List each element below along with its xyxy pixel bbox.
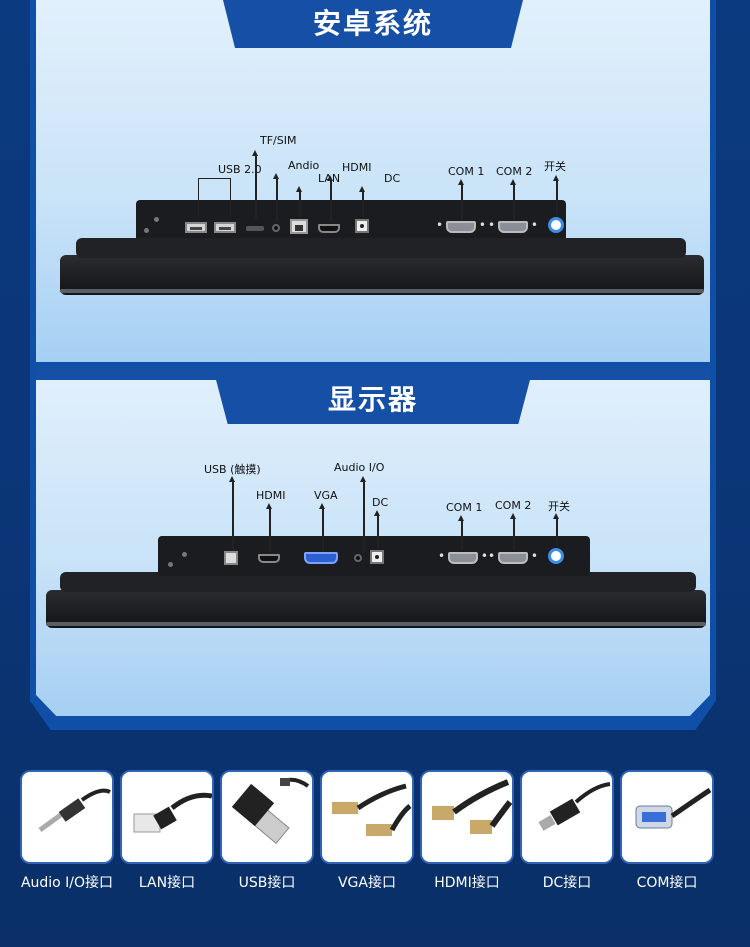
connector-label-vga: VGA接口 [337, 875, 396, 891]
android-com1-label: COM 1 [448, 165, 485, 178]
android-title: 安卓系统 [223, 0, 523, 48]
android-hdmi-label: HDMI [342, 161, 372, 174]
monitor-com2-arrow [510, 513, 516, 550]
monitor-screw-1 [168, 562, 173, 567]
android-usb-port-2 [214, 222, 236, 233]
android-device-bezel [76, 238, 686, 258]
monitor-vga-label: VGA [314, 489, 338, 502]
android-com1-port [436, 218, 486, 233]
monitor-screw-2 [182, 552, 187, 557]
monitor-dc-label: DC [372, 496, 389, 509]
monitor-audio-arrow [360, 476, 366, 553]
android-power-button [548, 217, 564, 233]
hdmi-cable-icon [422, 772, 512, 862]
monitor-com2-port [488, 549, 538, 564]
android-tf-arrow [252, 150, 258, 219]
connector-label-com: COM接口 [636, 875, 698, 891]
monitor-power-label: 开关 [548, 500, 570, 513]
android-lan-arrow [296, 186, 302, 217]
android-lan-port [290, 219, 308, 234]
monitor-audio-jack [354, 554, 362, 562]
android-com1-arrow [458, 179, 464, 219]
audio-jack-icon [22, 772, 112, 862]
monitor-section: 显示器 USB (触摸) HDMI VGA Audio I/O DC COM 1… [36, 366, 710, 716]
android-usb-bracket [198, 178, 231, 218]
android-power-label: 开关 [544, 160, 566, 173]
connector-label-usb: USB接口 [238, 875, 296, 891]
android-section: 安卓系统 USB 2.0 TF/SIM Andio LAN HDMI DC CO… [36, 0, 710, 362]
monitor-hdmi-port [258, 554, 280, 563]
monitor-vga-arrow [319, 503, 325, 552]
monitor-vga-port [304, 552, 338, 564]
connector-label-lan: LAN接口 [138, 875, 196, 891]
android-device-rim [60, 289, 704, 293]
android-com2-label: COM 2 [496, 165, 533, 178]
monitor-device-rim [46, 622, 706, 626]
android-tf-sim-slot [246, 226, 264, 231]
monitor-power-arrow [553, 513, 559, 546]
android-audio-arrow [273, 173, 279, 222]
monitor-hdmi-label: HDMI [256, 489, 286, 502]
monitor-title: 显示器 [215, 376, 531, 424]
vga-cable-icon [322, 772, 412, 862]
monitor-usb-label: USB (触摸) [204, 463, 261, 476]
monitor-top-bar [36, 366, 710, 380]
monitor-audio-label: Audio I/O [334, 461, 385, 474]
connector-label-hdmi: HDMI接口 [434, 875, 500, 891]
connector-label-dc: DC接口 [542, 875, 592, 891]
monitor-hdmi-arrow [266, 503, 272, 552]
monitor-com2-label: COM 2 [495, 499, 532, 512]
android-device-base [60, 255, 704, 295]
android-audio-jack [272, 224, 280, 232]
usb-cable-icon [222, 772, 312, 862]
monitor-power-button [548, 548, 564, 564]
android-dc-port [355, 219, 369, 233]
android-screw-2 [154, 217, 159, 222]
android-power-arrow [553, 175, 559, 215]
connector-cards: Audio I/O接口 LAN接口 USB接口 VGA接口 HDMI接口 DC接… [20, 772, 720, 892]
com-cable-icon [622, 772, 712, 862]
android-hdmi-arrow [327, 175, 333, 222]
monitor-com1-label: COM 1 [446, 501, 483, 514]
monitor-usb-port [224, 551, 238, 565]
monitor-com1-port [438, 549, 488, 564]
monitor-device-base [46, 590, 706, 628]
ports-panel: 安卓系统 USB 2.0 TF/SIM Andio LAN HDMI DC CO… [30, 0, 716, 730]
monitor-com1-arrow [458, 515, 464, 550]
android-usb-label: USB 2.0 [218, 163, 262, 176]
lan-cable-icon [122, 772, 212, 862]
connector-label-audio: Audio I/O接口 [20, 875, 114, 891]
monitor-dc-arrow [374, 510, 380, 549]
android-com2-arrow [510, 179, 516, 219]
android-com2-port [488, 218, 538, 233]
dc-plug-icon [522, 772, 612, 862]
android-tf-label: TF/SIM [260, 134, 297, 147]
android-screw-1 [144, 228, 149, 233]
monitor-dc-port [370, 550, 384, 564]
monitor-usb-arrow [229, 476, 235, 551]
android-usb-port-1 [185, 222, 207, 233]
android-dc-arrow [359, 186, 365, 217]
android-audio-label: Andio [288, 159, 320, 172]
android-dc-label: DC [384, 172, 401, 185]
monitor-device-bezel [60, 572, 696, 592]
android-hdmi-port [318, 224, 340, 233]
